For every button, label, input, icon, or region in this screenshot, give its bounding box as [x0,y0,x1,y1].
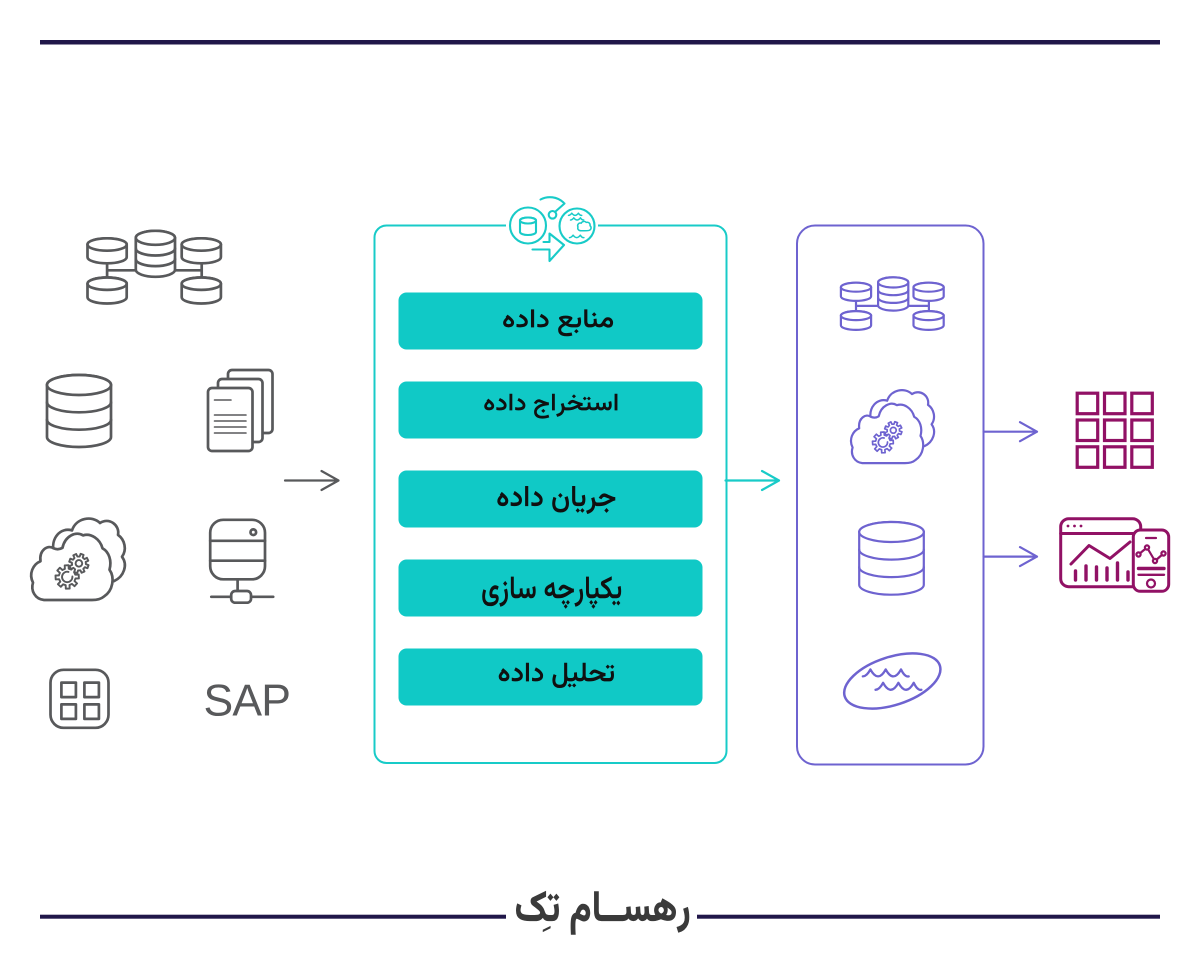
svg-text:SAP: SAP [204,677,291,726]
